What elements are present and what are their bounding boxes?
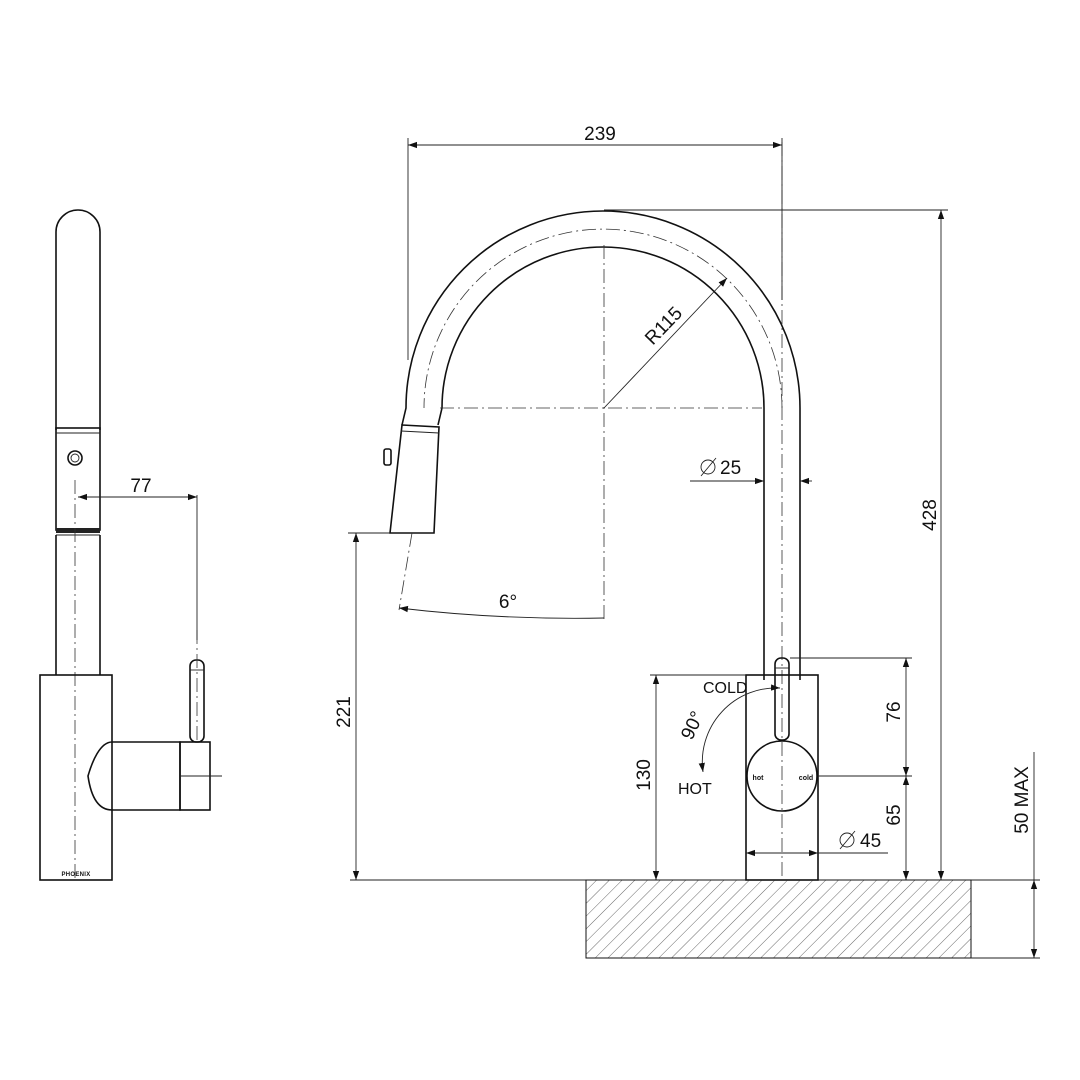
spout-inner: [437, 246, 765, 680]
side-body: [39, 674, 113, 881]
dim-radius-label: R115: [641, 303, 687, 349]
side-view: PHOENIX 77: [39, 209, 222, 881]
diameter-symbol-icon: [839, 830, 856, 850]
dim-lever-label: 76: [884, 701, 905, 722]
side-spray-ring: [56, 528, 100, 533]
dim-centre-base-label: 65: [884, 804, 905, 825]
dim-line-radius: [603, 277, 728, 409]
dial-cold-label: cold: [799, 775, 813, 782]
side-handle: [87, 741, 181, 811]
dim-width-label: 239: [584, 124, 616, 145]
side-spray-head: [55, 427, 101, 531]
spout-outer: [401, 210, 801, 680]
hot-label: HOT: [678, 781, 712, 798]
side-button-icon: [67, 450, 83, 466]
cold-label: COLD: [703, 680, 747, 697]
spray-head: [389, 424, 440, 534]
dim-side-offset-label: 77: [130, 476, 151, 497]
dim-arc-rotation: [698, 684, 781, 773]
dim-spout-diameter-label: 25: [720, 458, 741, 479]
dim-spray-height-label: 221: [334, 696, 355, 728]
diameter-symbol-icon: [700, 457, 717, 477]
dim-body-height-label: 130: [634, 759, 655, 791]
front-view: R115 6° 239 428 25 221 hot cold: [334, 124, 1040, 959]
brand-logo-text: PHOENIX: [61, 872, 90, 878]
dial-icon: [746, 740, 818, 812]
dim-body-diameter-label: 45: [860, 831, 881, 852]
side-spout-top: [55, 209, 101, 430]
benchtop-section: [585, 879, 972, 959]
dim-bench-thickness-label: 50 MAX: [1012, 766, 1033, 834]
dim-rotation-label: 90°: [677, 708, 708, 743]
dim-height-label: 428: [920, 499, 941, 531]
dim-spray-angle-label: 6°: [499, 592, 517, 613]
spray-button-icon: [383, 448, 392, 466]
dim-arc-angle: [398, 605, 605, 619]
dial-hot-label: hot: [753, 775, 765, 782]
